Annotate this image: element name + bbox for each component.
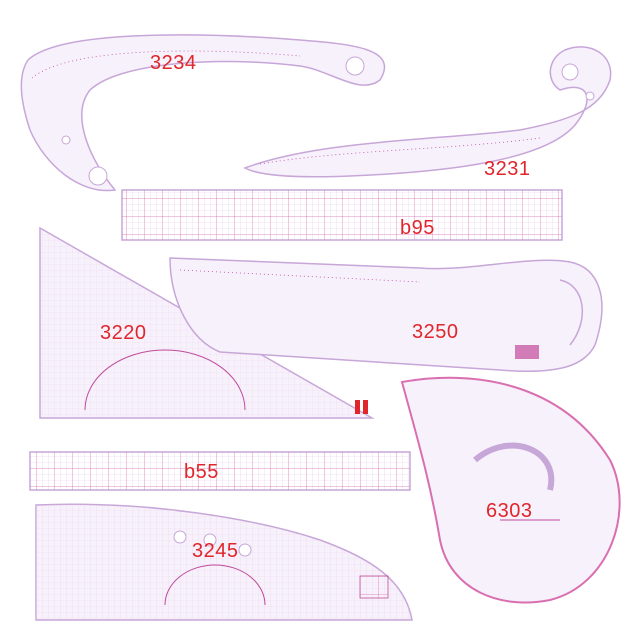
ruler-b55 xyxy=(29,451,411,491)
ruler-6303 xyxy=(400,376,621,604)
ruler-3234 xyxy=(20,34,386,192)
ruler-3231 xyxy=(243,46,612,178)
ruler-b95 xyxy=(121,189,563,241)
ruler-3250 xyxy=(169,257,603,373)
ruler-3245 xyxy=(35,503,413,621)
